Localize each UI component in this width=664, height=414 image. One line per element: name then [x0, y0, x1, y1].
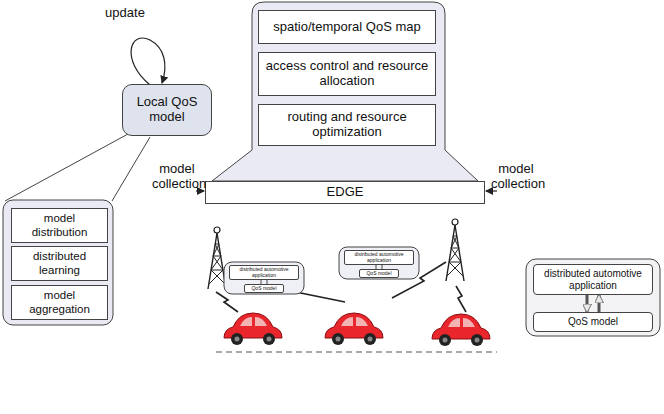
- edge-box: EDGE: [205, 181, 485, 204]
- process-box: distributed learning: [11, 246, 108, 281]
- process-box: model distribution: [11, 208, 108, 243]
- node-text: Local QoS model: [127, 95, 207, 125]
- towers: [208, 219, 464, 289]
- process-box: routing and resource optimization: [258, 104, 436, 146]
- node-text: QoS model: [251, 286, 276, 292]
- node-text: model distribution: [16, 212, 103, 238]
- app-box: distributed automotive application: [344, 250, 414, 265]
- process-box: access control and resource allocation: [258, 52, 436, 96]
- flow-arrow: [598, 295, 601, 312]
- app-box: distributed automotive application: [229, 265, 299, 280]
- qos-box: QoS model: [244, 284, 284, 293]
- node-text: distributed automotive application: [231, 267, 297, 279]
- node-text: EDGE: [327, 185, 364, 200]
- process-box: model aggregation: [11, 285, 108, 320]
- qos-box: QoS model: [533, 312, 653, 332]
- node-text: routing and resource optimization: [263, 110, 431, 140]
- app-box: distributed automotive application: [533, 264, 653, 295]
- node-text: QoS model: [366, 271, 391, 277]
- model-box: Local QoS model: [122, 84, 212, 136]
- arrow-label: model collection: [152, 162, 202, 192]
- node-text: spatio/temporal QoS map: [273, 20, 420, 35]
- qos-box: QoS model: [359, 269, 399, 278]
- node-text: access control and resource allocation: [263, 59, 431, 89]
- local-panel: [3, 38, 165, 325]
- process-box: spatio/temporal QoS map: [258, 10, 436, 44]
- loop-label: update: [100, 6, 150, 21]
- node-text: distributed learning: [16, 250, 103, 276]
- node-text: QoS model: [568, 316, 618, 328]
- edge-panel: [212, 2, 478, 181]
- arrow-label: model collection: [491, 162, 541, 192]
- flow-arrow: [586, 295, 589, 312]
- cars: [216, 313, 497, 352]
- node-text: model aggregation: [16, 289, 103, 315]
- app-containers: [224, 247, 660, 336]
- node-text: distributed automotive application: [538, 268, 648, 291]
- node-text: distributed automotive application: [346, 252, 412, 264]
